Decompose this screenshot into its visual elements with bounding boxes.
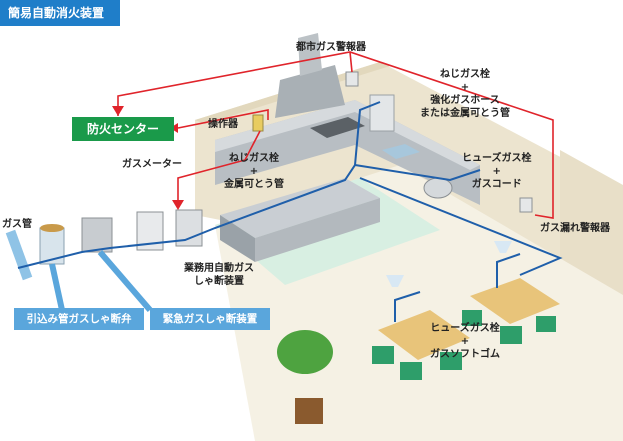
sink xyxy=(382,144,420,159)
label-line: + xyxy=(460,82,470,93)
gas-line-table-right xyxy=(496,253,521,288)
callout-inlet-valve: 引込み管ガスしゃ断弁 xyxy=(14,308,144,330)
pendant-lamp xyxy=(494,241,512,253)
callout-line-emergency xyxy=(97,250,153,312)
kitchen-counter-front xyxy=(220,215,255,262)
rice-cooker xyxy=(423,177,453,199)
gas-line-dining xyxy=(359,177,563,276)
inlet-valve-cap xyxy=(40,224,64,232)
arrow-to-shutoff xyxy=(172,200,184,210)
label-city-gas-alarm: 都市ガス警報器 xyxy=(296,42,366,53)
chair xyxy=(400,362,422,380)
label-line: ねじガス栓 xyxy=(229,153,279,164)
kitchen-counter-side xyxy=(255,198,380,262)
gas-line-table-left xyxy=(394,291,421,322)
label-line: + xyxy=(249,166,259,177)
label-operator: 操作器 xyxy=(208,119,238,130)
gas-line-right xyxy=(354,164,481,182)
leak-alarm-box xyxy=(519,197,533,213)
plant-pot xyxy=(295,398,323,424)
label-screw-valve-top: ねじガス栓 + 強化ガスホース または金属可とう管 xyxy=(420,68,510,120)
callout-line-inlet xyxy=(49,263,65,311)
label-gas-meter: ガスメーター xyxy=(122,159,182,170)
range-hood-duct xyxy=(298,33,322,76)
label-line: ヒューズガス栓 xyxy=(430,323,500,334)
table-left xyxy=(378,310,470,360)
label-line: ヒューズガス栓 xyxy=(462,153,532,164)
operator-box xyxy=(252,114,264,132)
back-counter-top xyxy=(215,100,480,170)
signal-line-top xyxy=(117,51,554,219)
signal-line-operator xyxy=(177,109,269,129)
chair xyxy=(536,316,556,332)
title-badge: 簡易自動消火装置 xyxy=(0,0,120,26)
range-hood xyxy=(275,65,345,118)
label-line: または金属可とう管 xyxy=(420,108,510,119)
arrow-to-center-right xyxy=(170,123,178,133)
arrow-to-center xyxy=(112,106,124,116)
pendant-lamp xyxy=(386,275,404,287)
emergency-shutoff-device xyxy=(81,217,113,253)
plant-leaves xyxy=(277,330,333,374)
chair xyxy=(500,326,522,344)
chair xyxy=(372,346,394,364)
label-line: 業務用自動ガス xyxy=(184,263,254,274)
label-line: ガスコード xyxy=(471,179,522,190)
water-heater xyxy=(369,94,395,132)
label-line: 強化ガスホース xyxy=(430,95,500,106)
callout-emergency-shutoff: 緊急ガスしゃ断装置 xyxy=(150,308,270,330)
signal-line-alarm xyxy=(349,51,353,73)
label-line: しゃ断装置 xyxy=(194,276,244,287)
stove-top xyxy=(310,117,365,138)
label-fuse-valve-rubber: ヒューズガス栓 + ガスソフトゴム xyxy=(430,322,500,361)
label-gas-leak-alarm: ガス漏れ警報器 xyxy=(540,223,610,234)
fire-center-box: 防火センター xyxy=(72,117,174,141)
label-gas-pipe: ガス管 xyxy=(2,219,32,230)
kitchen-counter-top xyxy=(220,178,380,238)
label-commercial-shutoff: 業務用自動ガス しゃ断装置 xyxy=(184,262,254,288)
label-fuse-valve-cord: ヒューズガス栓 + ガスコード xyxy=(462,152,532,191)
gas-pipe-segment xyxy=(5,229,33,281)
label-line: 金属可とう管 xyxy=(224,179,284,190)
chair xyxy=(462,310,482,326)
alarm-box-top xyxy=(345,71,359,87)
label-line: + xyxy=(492,166,501,177)
label-line: ガスソフトゴム xyxy=(430,349,500,360)
label-line: ねじガス栓 xyxy=(440,69,490,80)
signal-line-shutoff xyxy=(177,130,261,205)
label-screw-valve-mid: ねじガス栓 + 金属可とう管 xyxy=(224,152,284,191)
label-line: + xyxy=(460,336,470,347)
table-right xyxy=(470,278,560,324)
chair xyxy=(440,352,462,370)
gas-line-main xyxy=(17,101,381,269)
